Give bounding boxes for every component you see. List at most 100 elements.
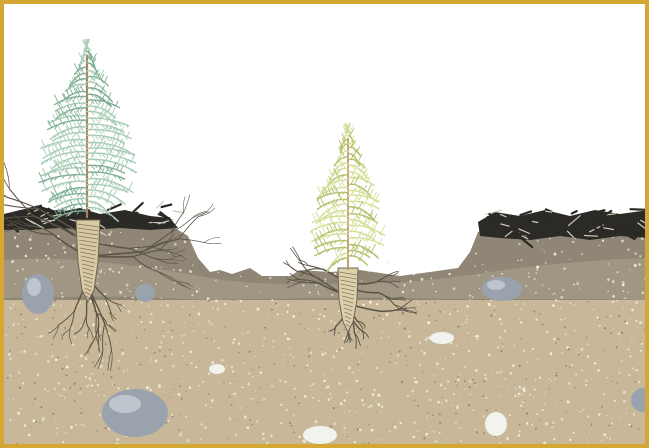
twig	[585, 236, 598, 237]
soil-dark-speck	[223, 382, 224, 383]
soil-speck	[573, 283, 575, 285]
soil-dark-speck	[196, 301, 197, 302]
soil-speck	[459, 427, 461, 429]
soil-speck	[518, 396, 520, 398]
soil-speck	[522, 401, 524, 403]
soil-speck	[55, 418, 56, 419]
soil-dark-speck	[287, 362, 288, 363]
soil-speck	[453, 287, 456, 290]
soil-speck	[290, 354, 291, 355]
soil-speck	[464, 367, 466, 369]
soil-dark-speck	[542, 324, 544, 326]
soil-speck	[72, 343, 75, 346]
soil-speck	[150, 389, 152, 391]
soil-speck	[611, 423, 613, 425]
twig	[519, 234, 525, 235]
soil-speck	[149, 361, 150, 362]
soil-speck	[641, 291, 644, 294]
soil-dark-speck	[208, 299, 210, 301]
soil-speck	[9, 307, 11, 309]
soil-speck	[318, 400, 320, 402]
soil-speck	[17, 270, 19, 272]
soil-speck	[81, 365, 83, 367]
soil-dark-speck	[616, 382, 618, 384]
soil-speck	[568, 382, 570, 384]
soil-dark-speck	[54, 309, 55, 310]
soil-speck	[542, 284, 544, 286]
soil-dark-speck	[490, 315, 492, 317]
soil-speck	[425, 433, 428, 436]
soil-speck	[37, 336, 39, 338]
soil-speck	[412, 289, 414, 291]
soil-speck	[560, 307, 562, 309]
soil-speck	[457, 379, 459, 381]
soil-speck	[535, 379, 536, 380]
soil-speck	[323, 380, 326, 383]
soil-speck	[294, 388, 296, 390]
soil-speck	[313, 423, 315, 425]
soil-speck	[535, 292, 537, 294]
soil-dark-speck	[425, 302, 427, 304]
soil-speck	[626, 413, 627, 414]
soil-speck	[409, 263, 411, 265]
soil-speck	[58, 262, 59, 263]
soil-speck	[193, 330, 194, 331]
soil-speck	[327, 399, 329, 401]
soil-speck	[386, 313, 389, 316]
soil-speck	[331, 294, 333, 296]
soil-dark-speck	[52, 317, 54, 319]
soil-speck	[465, 322, 467, 324]
soil-speck	[597, 369, 600, 372]
soil-speck	[84, 425, 86, 427]
soil-speck	[526, 361, 528, 363]
soil-dark-speck	[444, 329, 445, 330]
soil-speck	[534, 389, 536, 391]
soil-speck	[140, 279, 142, 281]
soil-dark-speck	[504, 389, 505, 390]
soil-speck	[367, 269, 370, 272]
soil-speck	[386, 261, 388, 263]
soil-speck	[56, 433, 57, 434]
soil-dark-speck	[404, 327, 406, 329]
soil-speck	[504, 330, 506, 332]
soil-speck	[56, 428, 58, 430]
soil-speck	[411, 390, 414, 393]
soil-dark-speck	[472, 379, 473, 380]
soil-speck	[323, 315, 325, 317]
soil-dark-speck	[273, 363, 274, 364]
soil-speck	[610, 315, 612, 317]
soil-dark-speck	[549, 388, 550, 389]
soil-speck	[501, 367, 502, 368]
soil-speck	[136, 363, 137, 364]
soil-speck	[541, 249, 542, 250]
soil-speck	[47, 391, 48, 392]
soil-dark-speck	[233, 299, 235, 301]
soil-speck	[607, 278, 610, 281]
soil-speck	[476, 338, 478, 340]
soil-dark-speck	[57, 357, 59, 359]
soil-speck	[343, 399, 345, 401]
soil-dark-speck	[298, 402, 300, 404]
soil-speck	[309, 291, 311, 293]
soil-speck	[546, 331, 548, 333]
soil-speck	[116, 438, 119, 441]
soil-speck	[128, 310, 131, 313]
soil-dark-speck	[239, 352, 240, 353]
soil-dark-speck	[455, 381, 456, 382]
soil-speck	[430, 426, 431, 427]
soil-dark-speck	[104, 427, 106, 429]
soil-dark-speck	[565, 365, 567, 367]
soil-speck	[497, 346, 499, 348]
soil-speck	[479, 288, 480, 289]
soil-speck	[286, 409, 288, 411]
soil-speck	[641, 343, 643, 345]
soil-speck	[452, 404, 453, 405]
soil-dark-speck	[171, 416, 173, 418]
soil-speck	[59, 395, 61, 397]
soil-dark-speck	[186, 364, 187, 365]
soil-dark-speck	[606, 316, 608, 318]
soil-speck	[574, 330, 576, 332]
soil-speck	[330, 398, 331, 399]
soil-speck	[263, 337, 265, 339]
soil-speck	[244, 354, 245, 355]
